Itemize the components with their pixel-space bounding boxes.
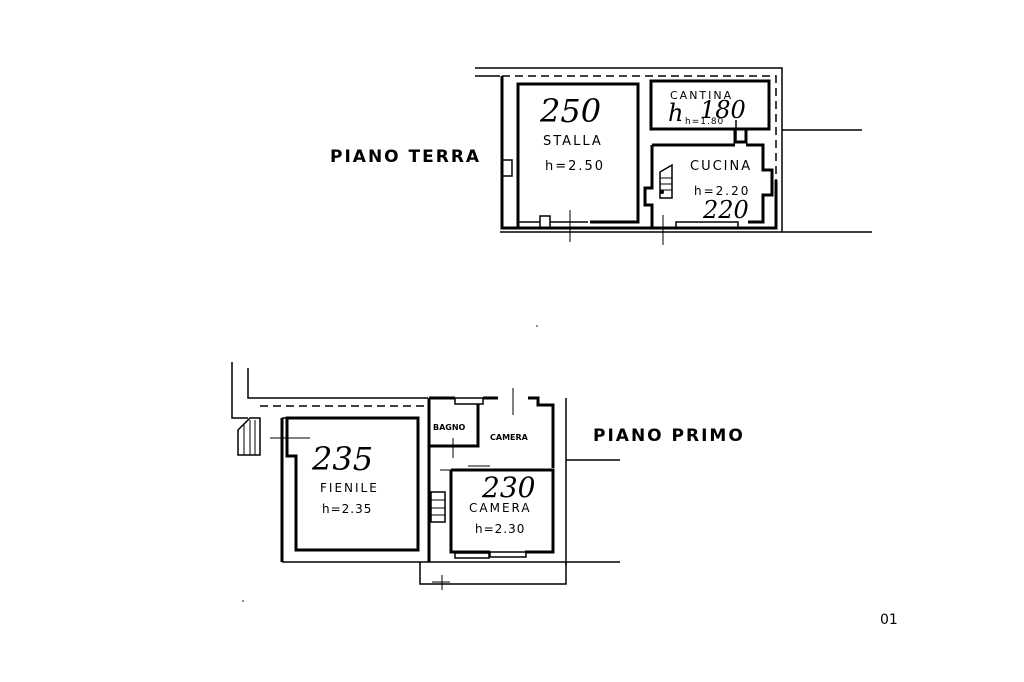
first-floor-title: PIANO PRIMO [593,426,745,446]
cucina-height-label: h=2.20 [694,184,750,198]
cantina-handwritten-prefix: h [668,99,683,127]
stair-icon [430,491,446,523]
external-stair-icon [237,417,261,456]
camera-small-label: CAMERA [490,433,529,442]
stalla-height-label: h=2.50 [545,159,605,174]
cucina-handwritten-height: 220 [702,196,749,224]
cantina-height-label: h=1.80 [685,117,724,127]
camera-label: CAMERA [469,501,532,515]
fienile-height-label: h=2.35 [322,502,372,516]
bagno-label: BAGNO [433,423,466,432]
stalla-label: STALLA [543,134,603,149]
stalla-handwritten-height: 250 [539,92,601,130]
ground-floor-title: PIANO TERRA [330,147,481,167]
camera-handwritten-height: 230 [481,471,535,504]
ground-floor-plan [475,67,872,245]
cantina-label: CANTINA [670,89,733,102]
camera-height-label: h=2.30 [475,522,525,536]
stair-icon [659,163,673,199]
cucina-label: CUCINA [690,159,752,174]
fienile-handwritten-height: 235 [311,440,373,478]
page-mark: 01 [880,612,898,628]
first-floor-plan [231,362,620,590]
fienile-label: FIENILE [320,481,379,495]
cantina-handwritten-height: 180 [700,96,746,124]
